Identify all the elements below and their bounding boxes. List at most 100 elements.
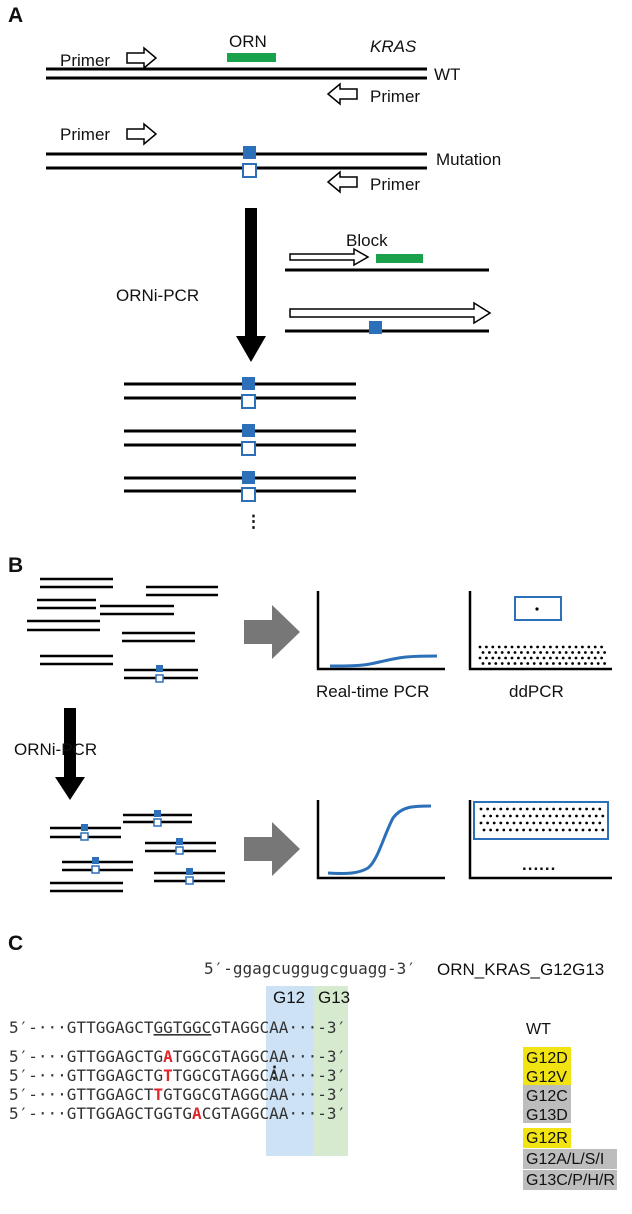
primer-label-mut-fwd: Primer	[60, 125, 110, 144]
droplet-dot	[571, 651, 574, 654]
droplet-dot	[545, 807, 549, 811]
mutation-filled-square	[369, 321, 382, 334]
droplet-dot	[565, 807, 569, 811]
droplet-dot	[500, 662, 504, 665]
orn-label: ORN	[229, 32, 267, 51]
right-arrow-icon	[244, 605, 300, 659]
gene-label: KRAS	[370, 37, 417, 56]
droplet-dot	[564, 651, 568, 654]
droplet-dot	[588, 814, 591, 818]
sequence-segment: 5′-···GTTGGAGCT	[9, 1104, 154, 1123]
droplet-dot	[495, 828, 499, 832]
droplet-dot	[481, 651, 485, 654]
droplet-dot	[552, 651, 555, 654]
droplet-dot	[574, 656, 578, 660]
droplet-dot	[585, 807, 588, 811]
orni-pcr-label-a: ORNi-PCR	[116, 286, 199, 305]
primer-label-mut-rev: Primer	[370, 175, 420, 194]
droplet-dot	[522, 814, 525, 818]
mutation-duplex: Primer Mutation Primer	[46, 122, 501, 194]
droplet-dot	[507, 662, 510, 665]
amplified-products	[124, 377, 356, 502]
droplet-dot	[513, 651, 517, 654]
mixed-duplexes-top	[27, 577, 218, 680]
droplet-dot	[525, 821, 529, 825]
droplet-dot	[561, 814, 565, 818]
droplet-dot	[596, 651, 600, 654]
droplet-dot	[517, 645, 520, 649]
droplet-dot	[545, 821, 549, 825]
droplet-dot	[593, 656, 597, 660]
sequence-row: 5′-···GTTGGAGCTGGTGACGTAGGCAA···-3′	[9, 1104, 346, 1123]
droplet-dot	[578, 821, 582, 825]
droplet-dot	[536, 645, 539, 649]
block-label: Block	[346, 231, 388, 250]
droplet-dot	[497, 656, 501, 660]
mutation-tag-box	[523, 1170, 617, 1190]
droplet-dot	[539, 651, 542, 654]
droplet-dot	[552, 821, 555, 825]
orn-sequence: 5′-ggagcuggugcguagg-3′	[204, 959, 416, 978]
right-arrow-icon	[244, 822, 300, 876]
sequence-segment: GGT	[154, 1104, 183, 1123]
droplet-dot	[489, 814, 492, 818]
droplet-dot	[502, 814, 506, 818]
droplet-dot	[568, 814, 572, 818]
droplet-dot	[500, 651, 504, 654]
droplet-dot	[601, 828, 605, 832]
droplet-dot	[492, 807, 496, 811]
codon-g13-highlight	[313, 986, 348, 1156]
droplet-dot	[507, 651, 510, 654]
droplet-dot	[571, 662, 574, 665]
droplet-dot	[552, 807, 555, 811]
droplet-dot	[548, 814, 552, 818]
extra-mutation-tag: G13C/P/H/R	[526, 1172, 615, 1189]
droplet-dot	[594, 828, 598, 832]
orni-pcr-label-b: ORNi-PCR	[14, 740, 97, 759]
droplet-dot	[593, 645, 597, 649]
droplet-dot	[603, 662, 606, 665]
realtime-pcr-plot-low: Real-time PCR	[316, 591, 445, 701]
droplet-dot	[535, 828, 539, 832]
droplet-dot	[486, 807, 489, 811]
forward-primer-arrow-icon	[126, 46, 158, 70]
droplet-dot	[486, 821, 489, 825]
sequence-segment: T	[173, 1047, 183, 1066]
droplet-dot	[539, 821, 542, 825]
droplet-dot	[601, 814, 605, 818]
sequence-segment: GTAGGCAA···-3′	[211, 1018, 346, 1037]
mutation-tag-box	[523, 1066, 571, 1085]
droplet-dot	[522, 828, 525, 832]
droplet-dot	[590, 651, 594, 654]
sequence-segment: 5′-···GTTGGAGCT	[9, 1066, 154, 1085]
droplet-dot	[482, 814, 486, 818]
droplet-dot	[504, 656, 507, 660]
droplet-dot	[598, 821, 602, 825]
sequence-segment: 5′-···GTTGGAGCT	[9, 1018, 154, 1037]
droplet-dot	[485, 645, 488, 649]
droplet-dot	[542, 814, 545, 818]
sequence-segment: GTAGGCAA···-3′	[211, 1066, 346, 1085]
mutated-base: T	[163, 1066, 173, 1085]
sequence-segment: G	[154, 1066, 164, 1085]
droplet-dot	[491, 645, 495, 649]
droplet-dot	[584, 662, 587, 665]
sequence-segment: C	[202, 1104, 212, 1123]
codon-g12-highlight	[266, 986, 313, 1156]
sequence-segment: G	[154, 1047, 164, 1066]
forward-primer-arrow-icon	[126, 122, 158, 146]
wt-duplex: Primer ORN KRAS WT Primer	[46, 32, 460, 106]
sequence-segment: GT	[163, 1085, 183, 1104]
droplet-dot	[558, 821, 562, 825]
droplet-dot	[575, 814, 578, 818]
mutation-tag-box	[523, 1104, 571, 1123]
droplet-dot	[545, 662, 549, 665]
droplet-dot	[555, 814, 558, 818]
mutated-base: T	[154, 1085, 164, 1104]
droplet-dot	[479, 807, 483, 811]
droplet-dot	[572, 821, 575, 825]
droplet-dot	[529, 656, 533, 660]
droplet-dot	[539, 807, 542, 811]
droplet-dot	[536, 656, 539, 660]
droplet-dot	[506, 807, 509, 811]
